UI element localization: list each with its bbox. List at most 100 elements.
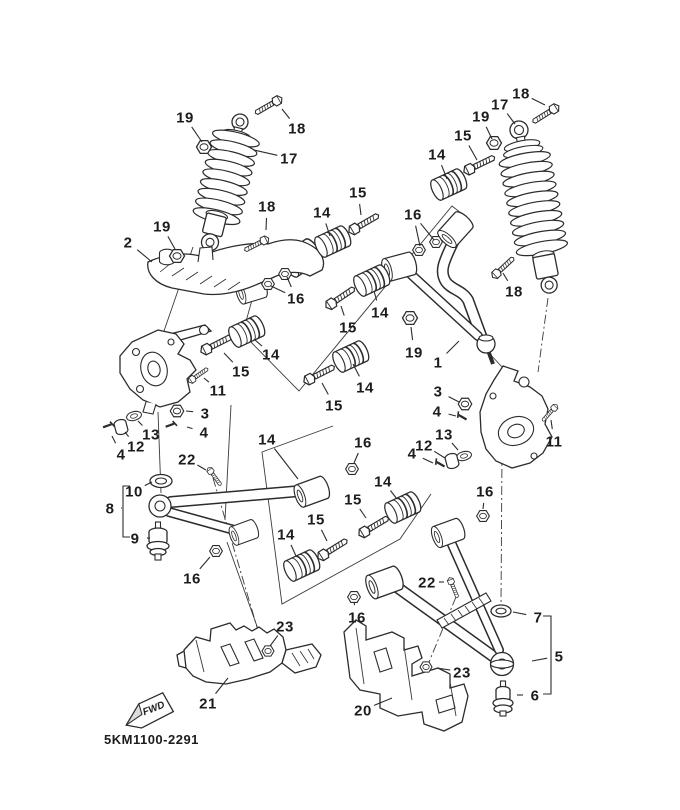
- washer-7: [490, 604, 512, 618]
- callout-label-19: 19: [153, 219, 171, 236]
- callout-label-16: 16: [348, 610, 366, 627]
- leader-line: [485, 126, 493, 140]
- callout-label-19: 19: [472, 109, 490, 126]
- leader-line: [359, 508, 367, 519]
- construction-lines: [122, 205, 552, 695]
- leader-line: [448, 413, 457, 417]
- nut-19: [485, 135, 503, 151]
- rod-end: [489, 651, 515, 677]
- ball-joint-6: [492, 680, 514, 717]
- nut-16: [429, 236, 443, 248]
- callout-label-14: 14: [371, 305, 389, 322]
- leader-line: [215, 677, 229, 694]
- leader-line: [124, 431, 130, 437]
- leader-line: [286, 276, 292, 288]
- leader-line: [186, 426, 193, 430]
- bolt-18-top-left: [252, 93, 285, 118]
- leader-line: [482, 502, 485, 510]
- callout-label-14: 14: [262, 347, 280, 364]
- callout-label-15: 15: [349, 185, 367, 202]
- leader-line: [506, 113, 516, 125]
- leader-line: [203, 377, 210, 383]
- bolt-15-b: [322, 283, 358, 313]
- coil-spring-left: [192, 129, 260, 226]
- leader-line: [325, 223, 331, 237]
- callout-label-2: 2: [124, 235, 133, 252]
- callout-label-19: 19: [176, 110, 194, 127]
- callout-label-22: 22: [178, 452, 196, 469]
- leader-line: [410, 326, 414, 341]
- upper-arm-left: [147, 235, 326, 306]
- callout-label-20: 20: [354, 703, 372, 720]
- callout-label-15: 15: [344, 492, 362, 509]
- callout-label-14: 14: [356, 380, 374, 397]
- callout-label-4: 4: [117, 447, 126, 464]
- skid-plate-left: [176, 622, 322, 685]
- leader-line: [191, 126, 203, 143]
- bushing-14: [329, 338, 373, 375]
- callout-label-14: 14: [313, 205, 331, 222]
- leader-line: [167, 236, 176, 250]
- ball-joint-9: [146, 521, 170, 561]
- leader-line: [531, 97, 546, 106]
- callout-label-4: 4: [408, 446, 417, 463]
- coil-spring-right: [498, 150, 569, 257]
- callout-label-11: 11: [546, 434, 563, 451]
- leader-line: [448, 396, 460, 403]
- leader-line: [185, 410, 194, 413]
- nut-23: [419, 661, 433, 673]
- callout-label-16: 16: [476, 484, 494, 501]
- bushing-14: [427, 166, 471, 203]
- callout-label-14: 14: [258, 432, 276, 449]
- leader-line: [420, 222, 435, 241]
- leader-line: [223, 352, 234, 363]
- leader-line: [144, 481, 153, 487]
- leader-line: [253, 338, 263, 347]
- bolt-15-f: [314, 535, 351, 564]
- nut-19: [401, 310, 419, 326]
- callout-label-15: 15: [454, 128, 472, 145]
- leader-line: [352, 363, 360, 377]
- nut-16: [209, 545, 223, 557]
- callout-label-18: 18: [288, 121, 306, 138]
- leader-line: [269, 635, 279, 647]
- pin-4: [100, 419, 116, 432]
- callout-label-16: 16: [183, 571, 201, 588]
- callout-label-13: 13: [142, 427, 160, 444]
- lower-arm-left: [148, 474, 333, 547]
- leader-line: [440, 164, 448, 180]
- steering-knuckle-left: [119, 324, 213, 415]
- leader-line: [136, 249, 153, 263]
- callout-label-14: 14: [428, 147, 446, 164]
- callout-label-15: 15: [339, 320, 357, 337]
- callout-label-14: 14: [374, 474, 392, 491]
- leader-line: [265, 217, 268, 231]
- leader-line: [451, 442, 459, 451]
- leader-line: [321, 382, 329, 395]
- leader-line: [415, 225, 421, 247]
- nut-16: [347, 591, 361, 603]
- pin-4: [432, 457, 448, 471]
- callout-label-9: 9: [131, 531, 140, 548]
- nut-23: [261, 645, 275, 657]
- leader-line: [359, 203, 362, 216]
- leader-line: [436, 667, 451, 671]
- lower-arm-right: [362, 516, 515, 677]
- leader-line: [531, 657, 548, 662]
- callout-label-16: 16: [287, 291, 305, 308]
- nut-19: [168, 248, 186, 264]
- callout-label-13: 13: [435, 427, 453, 444]
- callout-label-19: 19: [405, 345, 423, 362]
- dust-seal-10: [149, 473, 173, 489]
- nut-19: [195, 139, 213, 155]
- leader-line: [199, 556, 211, 570]
- leader-line: [353, 601, 356, 606]
- nut-3: [169, 404, 185, 418]
- leader-line: [446, 340, 460, 354]
- callout-label-5: 5: [555, 649, 564, 666]
- part-code: 5KM1100-2291: [104, 732, 199, 747]
- nut-16: [412, 244, 426, 256]
- nut-16: [261, 278, 275, 290]
- bolt-15-g: [461, 151, 498, 178]
